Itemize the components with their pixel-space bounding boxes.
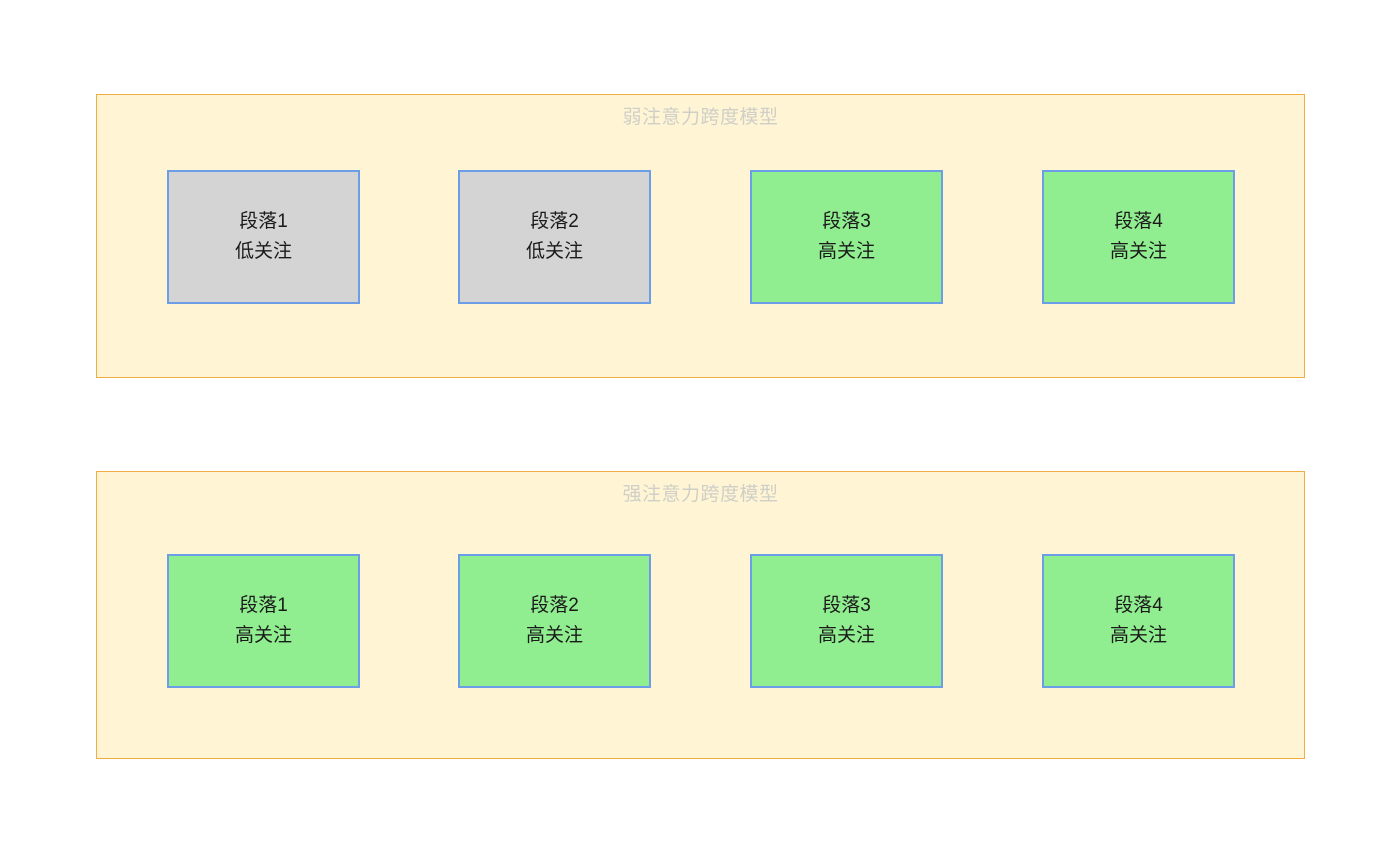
node-strong-paragraph-4[interactable]: 段落4 高关注 bbox=[1042, 554, 1235, 688]
node-label: 段落4 bbox=[1114, 595, 1163, 616]
node-label: 段落2 bbox=[530, 211, 579, 232]
node-attention-level: 高关注 bbox=[1109, 241, 1167, 262]
node-weak-paragraph-1[interactable]: 段落1 低关注 bbox=[167, 170, 360, 304]
node-weak-paragraph-4[interactable]: 段落4 高关注 bbox=[1042, 170, 1235, 304]
node-attention-level: 高关注 bbox=[234, 625, 292, 646]
node-label: 段落1 bbox=[239, 595, 288, 616]
node-strong-paragraph-3[interactable]: 段落3 高关注 bbox=[750, 554, 943, 688]
node-attention-level: 高关注 bbox=[817, 625, 875, 646]
node-label: 段落4 bbox=[1114, 211, 1163, 232]
node-label: 段落3 bbox=[822, 211, 871, 232]
node-attention-level: 低关注 bbox=[234, 241, 292, 262]
group-strong-attention-span-model[interactable]: 强注意力跨度模型 段落1 高关注 段落2 高关注 段落3 高关注 段落4 高关注 bbox=[96, 471, 1305, 759]
node-strong-paragraph-1[interactable]: 段落1 高关注 bbox=[167, 554, 360, 688]
group-title-strong: 强注意力跨度模型 bbox=[622, 484, 779, 505]
node-strong-paragraph-2[interactable]: 段落2 高关注 bbox=[458, 554, 651, 688]
group-weak-attention-span-model[interactable]: 弱注意力跨度模型 段落1 低关注 段落2 低关注 段落3 高关注 段落4 高关注 bbox=[96, 94, 1305, 378]
node-attention-level: 低关注 bbox=[525, 241, 583, 262]
node-label: 段落2 bbox=[530, 595, 579, 616]
node-attention-level: 高关注 bbox=[525, 625, 583, 646]
node-label: 段落3 bbox=[822, 595, 871, 616]
node-attention-level: 高关注 bbox=[817, 241, 875, 262]
node-weak-paragraph-3[interactable]: 段落3 高关注 bbox=[750, 170, 943, 304]
node-attention-level: 高关注 bbox=[1109, 625, 1167, 646]
node-label: 段落1 bbox=[239, 211, 288, 232]
node-weak-paragraph-2[interactable]: 段落2 低关注 bbox=[458, 170, 651, 304]
group-title-weak: 弱注意力跨度模型 bbox=[622, 107, 779, 128]
